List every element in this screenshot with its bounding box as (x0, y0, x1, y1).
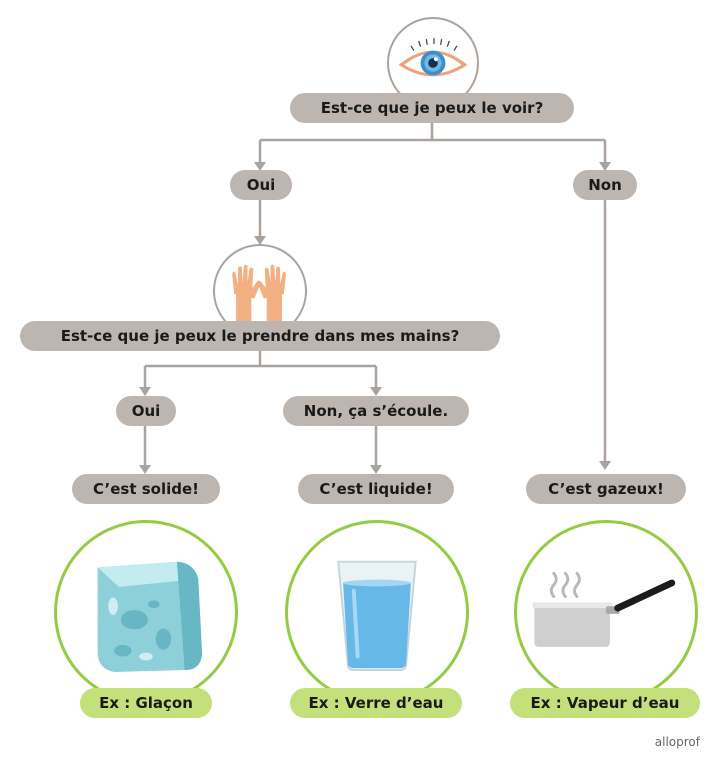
answer-see-yes: Oui (230, 170, 292, 200)
result-liquid: C’est liquide! (298, 474, 454, 504)
example-ice-label: Ex : Glaçon (80, 688, 212, 718)
answer-hold-no: Non, ça s’écoule. (283, 396, 469, 426)
example-vapor-label: Ex : Vapeur d’eau (510, 688, 700, 718)
example-water-circle (285, 520, 469, 704)
example-ice-circle (54, 520, 238, 704)
steaming-pot-icon (532, 571, 676, 647)
answer-see-no: Non (573, 170, 637, 200)
question-hold-pill: Est-ce que je peux le prendre dans mes m… (20, 321, 500, 351)
answer-hold-yes: Oui (116, 396, 176, 426)
ice-cube-icon (97, 561, 203, 672)
water-glass-icon (337, 560, 417, 672)
example-water-label: Ex : Verre d’eau (290, 688, 462, 718)
example-vapor-circle (514, 520, 698, 704)
question-see-pill: Est-ce que je peux le voir? (290, 93, 574, 123)
result-gas: C’est gazeux! (526, 474, 686, 504)
result-solid: C’est solide! (72, 474, 220, 504)
eye-icon (398, 38, 468, 77)
alloprof-logo: alloprof (654, 735, 700, 749)
